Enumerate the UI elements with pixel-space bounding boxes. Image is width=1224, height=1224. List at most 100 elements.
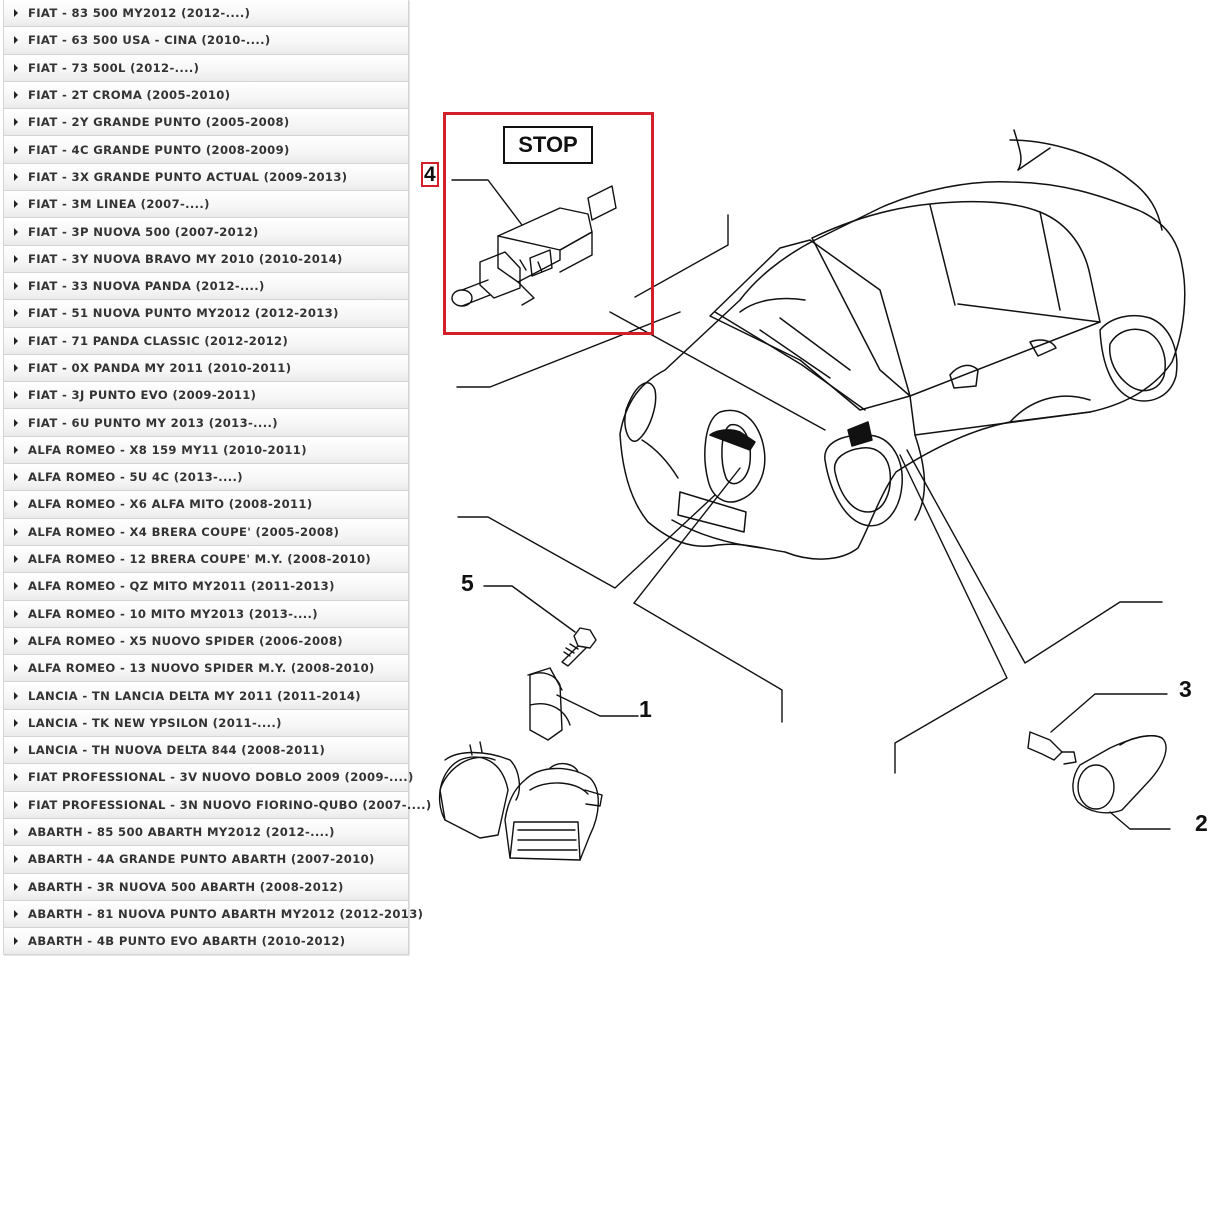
expand-arrow-icon [14, 118, 18, 127]
callout-4[interactable]: 4 [421, 162, 439, 187]
expand-arrow-icon [14, 309, 18, 318]
expand-arrow-icon [14, 882, 18, 891]
model-list-item[interactable]: FIAT - 73 500L (2012-....) [3, 54, 409, 82]
model-list-item[interactable]: FIAT - 33 NUOVA PANDA (2012-....) [3, 272, 409, 301]
model-list-item[interactable]: FIAT - 3P NUOVA 500 (2007-2012) [3, 218, 409, 246]
expand-arrow-icon [14, 445, 18, 454]
expand-arrow-icon [14, 582, 18, 591]
model-list-item[interactable]: ALFA ROMEO - 13 NUOVO SPIDER M.Y. (2008-… [3, 655, 409, 683]
model-list-item[interactable]: ABARTH - 81 NUOVA PUNTO ABARTH MY2012 (2… [3, 900, 423, 929]
model-list-label: ABARTH - 3R NUOVA 500 ABARTH (2008-2012) [28, 879, 344, 894]
expand-arrow-icon [14, 500, 18, 509]
model-list-item[interactable]: FIAT - 3X GRANDE PUNTO ACTUAL (2009-2013… [3, 163, 409, 192]
screw-illustration [561, 627, 597, 667]
horn-illustration [438, 667, 603, 861]
model-list-item[interactable]: FIAT PROFESSIONAL - 3N NUOVO FIORINO-QUB… [3, 791, 431, 819]
model-list-item[interactable]: FIAT - 83 500 MY2012 (2012-....) [3, 0, 409, 28]
model-list-item[interactable]: ALFA ROMEO - 5U 4C (2013-....) [3, 464, 409, 492]
callout-3[interactable]: 3 [1179, 676, 1192, 702]
expand-arrow-icon [14, 555, 18, 564]
model-list-label: ALFA ROMEO - X4 BRERA COUPE' (2005-2008) [28, 524, 340, 539]
model-list-item[interactable]: ALFA ROMEO - QZ MITO MY2011 (2011-2013) [3, 573, 409, 601]
model-list-item[interactable]: LANCIA - TH NUOVA DELTA 844 (2008-2011) [3, 737, 409, 765]
leader-lines [451, 179, 1171, 830]
expand-arrow-icon [14, 855, 18, 864]
model-list-item[interactable]: FIAT - 3J PUNTO EVO (2009-2011) [3, 382, 409, 410]
model-list-label: FIAT - 33 NUOVA PANDA (2012-....) [28, 279, 265, 294]
model-list-label: FIAT - 4C GRANDE PUNTO (2008-2009) [28, 142, 290, 157]
model-list-item[interactable]: FIAT - 3Y NUOVA BRAVO MY 2010 (2010-2014… [3, 245, 409, 273]
model-list-item[interactable]: LANCIA - TK NEW YPSILON (2011-....) [3, 709, 409, 738]
callout-2[interactable]: 2 [1195, 810, 1208, 836]
model-list-label: ABARTH - 85 500 ABARTH MY2012 (2012-....… [28, 825, 335, 840]
vehicle-model-list: FIAT - 83 500 MY2012 (2012-....) FIAT - 6… [3, 0, 431, 956]
model-list-item[interactable]: ALFA ROMEO - 10 MITO MY2013 (2013-....) [3, 600, 409, 628]
model-list-label: FIAT - 3X GRANDE PUNTO ACTUAL (2009-2013… [28, 169, 348, 184]
expand-arrow-icon [14, 746, 18, 755]
model-list-label: FIAT - 3P NUOVA 500 (2007-2012) [28, 224, 259, 239]
expand-arrow-icon [14, 473, 18, 482]
model-list-label: ALFA ROMEO - 13 NUOVO SPIDER M.Y. (2008-… [28, 661, 375, 676]
model-list-item[interactable]: ALFA ROMEO - X5 NUOVO SPIDER (2006-2008) [3, 627, 409, 656]
model-list-item[interactable]: FIAT - 63 500 USA - CINA (2010-....) [3, 27, 409, 55]
brake-switch-illustration [451, 185, 617, 307]
model-list-label: FIAT - 3J PUNTO EVO (2009-2011) [28, 388, 257, 403]
model-list-label: FIAT - 71 PANDA CLASSIC (2012-2012) [28, 333, 289, 348]
model-list-item[interactable]: FIAT - 4C GRANDE PUNTO (2008-2009) [3, 136, 409, 164]
model-list-label: FIAT - 6U PUNTO MY 2013 (2013-....) [28, 415, 278, 430]
expand-arrow-icon [14, 909, 18, 918]
model-list-item[interactable]: FIAT - 2Y GRANDE PUNTO (2005-2008) [3, 109, 409, 137]
model-list-label: LANCIA - TN LANCIA DELTA MY 2011 (2011-2… [28, 688, 361, 703]
diagram-drawing [438, 129, 1186, 861]
model-list-label: ABARTH - 81 NUOVA PUNTO ABARTH MY2012 (2… [28, 906, 424, 921]
model-list-item[interactable]: FIAT - 51 NUOVA PUNTO MY2012 (2012-2013) [3, 300, 409, 328]
model-list-item[interactable]: ALFA ROMEO - X6 ALFA MITO (2008-2011) [3, 491, 409, 519]
model-list-label: FIAT - 63 500 USA - CINA (2010-....) [28, 33, 271, 48]
model-list-item[interactable]: ABARTH - 4A GRANDE PUNTO ABARTH (2007-20… [3, 846, 409, 874]
car-illustration [619, 129, 1186, 560]
model-list-item[interactable]: LANCIA - TN LANCIA DELTA MY 2011 (2011-2… [3, 682, 409, 710]
model-list-item[interactable]: FIAT PROFESSIONAL - 3V NUOVO DOBLO 2009 … [3, 764, 413, 792]
expand-arrow-icon [14, 9, 18, 18]
model-list-label: ALFA ROMEO - 10 MITO MY2013 (2013-....) [28, 606, 318, 621]
stop-label: STOP [503, 126, 593, 164]
model-list-label: FIAT - 2Y GRANDE PUNTO (2005-2008) [28, 115, 290, 130]
model-list-item[interactable]: FIAT - 0X PANDA MY 2011 (2010-2011) [3, 354, 409, 383]
expand-arrow-icon [14, 636, 18, 645]
model-list-item[interactable]: ALFA ROMEO - X8 159 MY11 (2010-2011) [3, 436, 409, 465]
parts-diagram: STOP 4 5 1 3 2 [410, 100, 1224, 900]
callout-1[interactable]: 1 [639, 696, 652, 722]
expand-arrow-icon [14, 200, 18, 209]
expand-arrow-icon [14, 172, 18, 181]
model-list-item[interactable]: ALFA ROMEO - 12 BRERA COUPE' M.Y. (2008-… [3, 545, 409, 574]
callout-5[interactable]: 5 [461, 570, 474, 596]
expand-arrow-icon [14, 937, 18, 946]
expand-arrow-icon [14, 664, 18, 673]
model-list-label: FIAT - 3M LINEA (2007-....) [28, 197, 210, 212]
model-list-item[interactable]: FIAT - 3M LINEA (2007-....) [3, 191, 409, 219]
model-list-item[interactable]: FIAT - 71 PANDA CLASSIC (2012-2012) [3, 327, 409, 355]
model-list-label: FIAT - 2T CROMA (2005-2010) [28, 88, 231, 103]
model-list-label: ALFA ROMEO - 5U 4C (2013-....) [28, 470, 243, 485]
expand-arrow-icon [14, 336, 18, 345]
expand-arrow-icon [14, 91, 18, 100]
model-list-item[interactable]: ALFA ROMEO - X4 BRERA COUPE' (2005-2008) [3, 518, 409, 546]
model-list-label: FIAT - 0X PANDA MY 2011 (2010-2011) [28, 361, 292, 375]
model-list-item[interactable]: ABARTH - 4B PUNTO EVO ABARTH (2010-2012) [3, 928, 409, 956]
expand-arrow-icon [14, 773, 18, 782]
model-list-label: ALFA ROMEO - X5 NUOVO SPIDER (2006-2008) [28, 633, 343, 648]
expand-arrow-icon [14, 691, 18, 700]
brake-switch-highlight-box: STOP [443, 112, 654, 335]
model-list-label: ALFA ROMEO - QZ MITO MY2011 (2011-2013) [28, 579, 335, 594]
model-list-label: ABARTH - 4B PUNTO EVO ABARTH (2010-2012) [28, 934, 346, 949]
model-list-label: FIAT - 83 500 MY2012 (2012-....) [28, 6, 251, 21]
model-list-item[interactable]: ABARTH - 85 500 ABARTH MY2012 (2012-....… [3, 818, 409, 847]
model-list-item[interactable]: FIAT - 2T CROMA (2005-2010) [3, 81, 409, 110]
model-list-item[interactable]: ABARTH - 3R NUOVA 500 ABARTH (2008-2012) [3, 873, 409, 901]
expand-arrow-icon [14, 36, 18, 45]
expand-arrow-icon [14, 828, 18, 837]
model-list-label: LANCIA - TK NEW YPSILON (2011-....) [28, 715, 282, 730]
model-list-label: FIAT - 3Y NUOVA BRAVO MY 2010 (2010-2014… [28, 251, 343, 266]
model-list-item[interactable]: FIAT - 6U PUNTO MY 2013 (2013-....) [3, 409, 409, 437]
expand-arrow-icon [14, 282, 18, 291]
